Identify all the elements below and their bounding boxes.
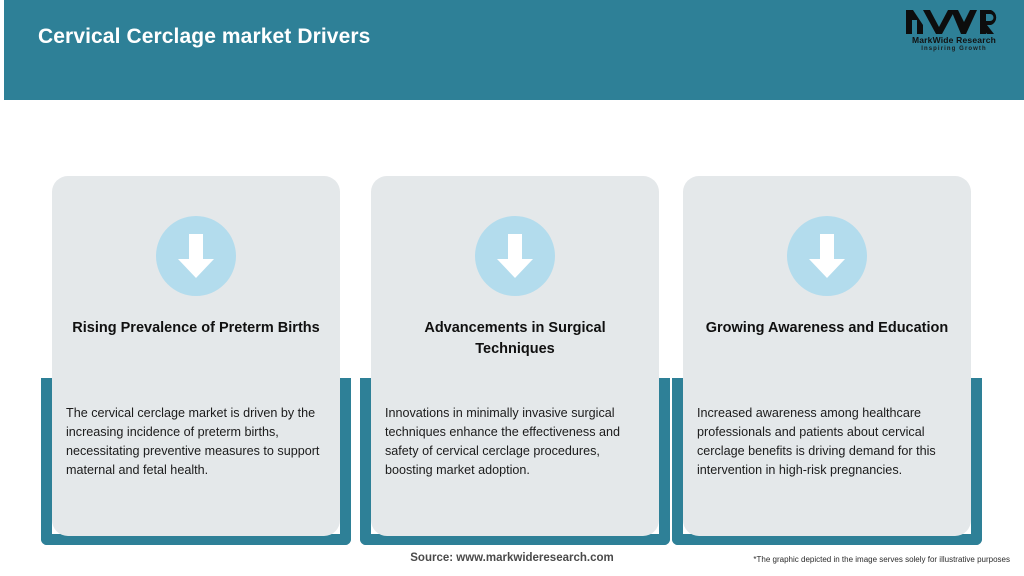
logo-tagline: Inspiring Growth xyxy=(921,45,987,52)
arrow-down-icon xyxy=(787,216,867,296)
logo-name: MarkWide Research xyxy=(911,35,997,45)
driver-card-3: Growing Awareness and Education Increase… xyxy=(672,100,982,545)
arrow-down-icon xyxy=(475,216,555,296)
card-title: Growing Awareness and Education xyxy=(705,320,949,336)
arrow-down-icon xyxy=(156,216,236,296)
card-title: Rising Prevalence of Preterm Births xyxy=(72,320,320,336)
drivers-card-row: Rising Prevalence of Preterm Births The … xyxy=(0,100,1024,545)
header-bar: Cervical Cerclage market Drivers MarkWid… xyxy=(4,0,1024,100)
disclaimer-note: *The graphic depicted in the image serve… xyxy=(753,555,1010,564)
card-body: The cervical cerclage market is driven b… xyxy=(66,406,320,478)
page-title: Cervical Cerclage market Drivers xyxy=(38,25,371,48)
card-bracket xyxy=(360,378,670,545)
card-panel: Advancements in Surgical Techniques Inno… xyxy=(371,176,659,536)
card-bracket xyxy=(672,378,982,545)
card-body: Innovations in minimally invasive surgic… xyxy=(385,406,621,478)
card-bracket xyxy=(41,378,351,545)
card-body: Increased awareness among healthcare pro… xyxy=(697,406,936,478)
source-note: Source: www.markwideresearch.com xyxy=(410,552,614,564)
card-panel: Growing Awareness and Education Increase… xyxy=(683,176,971,536)
driver-card-2: Advancements in Surgical Techniques Inno… xyxy=(360,100,670,545)
logo-mark-icon xyxy=(898,9,1010,35)
brand-logo: MarkWide Research Inspiring Growth xyxy=(898,9,1010,57)
card-panel: Rising Prevalence of Preterm Births The … xyxy=(52,176,340,536)
driver-card-1: Rising Prevalence of Preterm Births The … xyxy=(41,100,351,545)
card-title: Advancements in Surgical Techniques xyxy=(424,320,606,358)
